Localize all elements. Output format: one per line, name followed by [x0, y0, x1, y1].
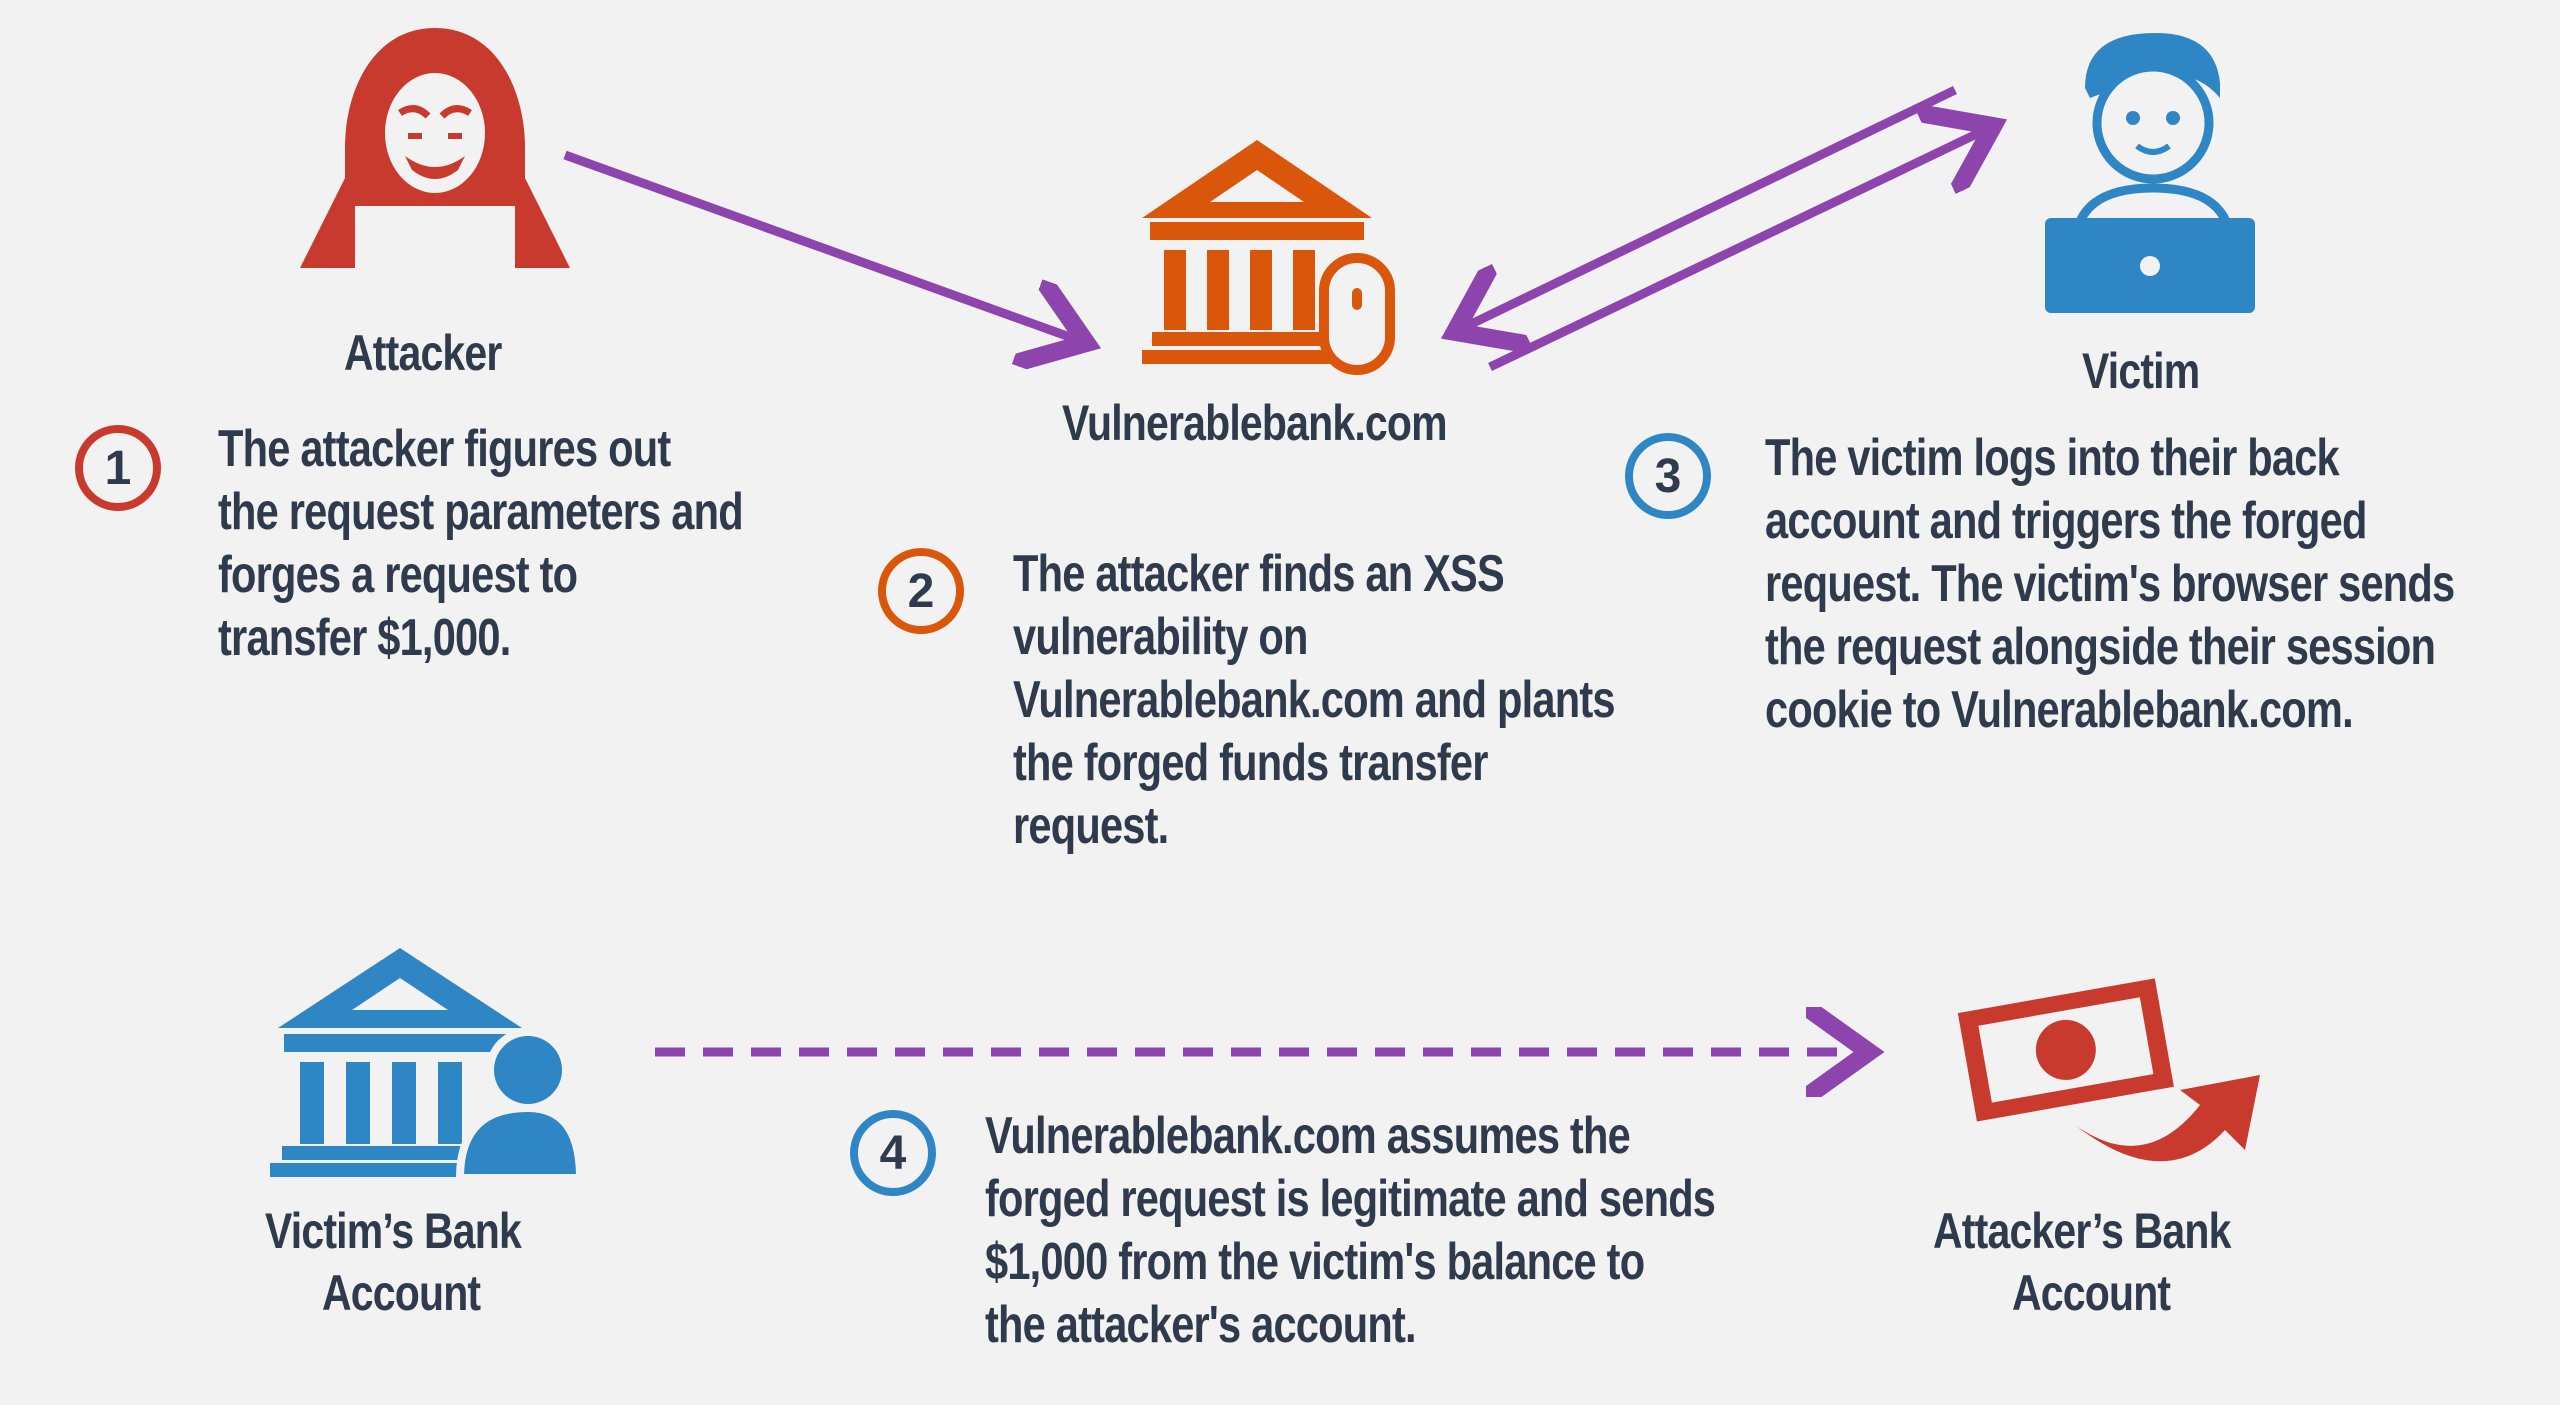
- arrow-attacker-to-bank: [563, 150, 1078, 340]
- victim-label: Victim: [2082, 343, 2200, 399]
- step-1-line: transfer $1,000.: [218, 609, 511, 667]
- victim-bank-label-line2: Account: [322, 1265, 481, 1321]
- step-2-line: Vulnerablebank.com and plants: [1013, 671, 1616, 729]
- step-3-line: account and triggers the forged: [1765, 492, 2367, 550]
- step-4-line: Vulnerablebank.com assumes the: [985, 1107, 1631, 1165]
- step-2-line: vulnerability on: [1013, 608, 1308, 666]
- bank-with-user-icon: [270, 948, 580, 1182]
- hooded-hacker-icon: [300, 28, 570, 270]
- step-1-badge: 1: [75, 425, 161, 511]
- step-2-line: request.: [1013, 797, 1169, 855]
- step-3-badge: 3: [1625, 433, 1711, 519]
- step-3-line: cookie to Vulnerablebank.com.: [1765, 681, 2354, 739]
- step-3-line: the request alongside their session: [1765, 618, 2436, 676]
- step-1-line: the request parameters and: [218, 483, 744, 541]
- arrow-victim-to-bank: [1463, 85, 1957, 328]
- step-3-line: request. The victim's browser sends: [1765, 555, 2455, 613]
- user-with-laptop-icon: [2045, 33, 2255, 313]
- attacker-bank-label-line2: Account: [2012, 1265, 2171, 1321]
- step-1-line: forges a request to: [218, 546, 578, 604]
- money-transfer-icon: [1957, 978, 2260, 1162]
- step-4-text: Vulnerablebank.com assumes the forged re…: [985, 1105, 1716, 1357]
- step-4-line: forged request is legitimate and sends: [985, 1170, 1716, 1228]
- attacker-bank-label-line1: Attacker’s Bank: [1933, 1203, 2231, 1259]
- step-4-line: $1,000 from the victim's balance to: [985, 1233, 1645, 1291]
- attacker-label: Attacker: [344, 325, 502, 381]
- step-4-badge: 4: [850, 1110, 936, 1196]
- step-2-line: The attacker finds an XSS: [1013, 545, 1505, 603]
- step-3-text: The victim logs into their back account …: [1765, 427, 2455, 742]
- step-3-line: The victim logs into their back: [1765, 429, 2340, 487]
- step-1-text: The attacker figures out the request par…: [218, 418, 744, 670]
- step-2-badge: 2: [878, 548, 964, 634]
- step-2-line: the forged funds transfer: [1013, 734, 1488, 792]
- victim-bank-label-line1: Victim’s Bank: [265, 1203, 522, 1259]
- step-2-text: The attacker finds an XSS vulnerability …: [1013, 543, 1616, 858]
- vulnerable-bank-label: Vulnerablebank.com: [1062, 395, 1448, 451]
- step-1-line: The attacker figures out: [218, 420, 671, 478]
- arrow-bank-to-victim: [1488, 130, 1985, 372]
- step-4-line: the attacker's account.: [985, 1296, 1417, 1354]
- bank-with-mouse-icon: [1142, 140, 1395, 375]
